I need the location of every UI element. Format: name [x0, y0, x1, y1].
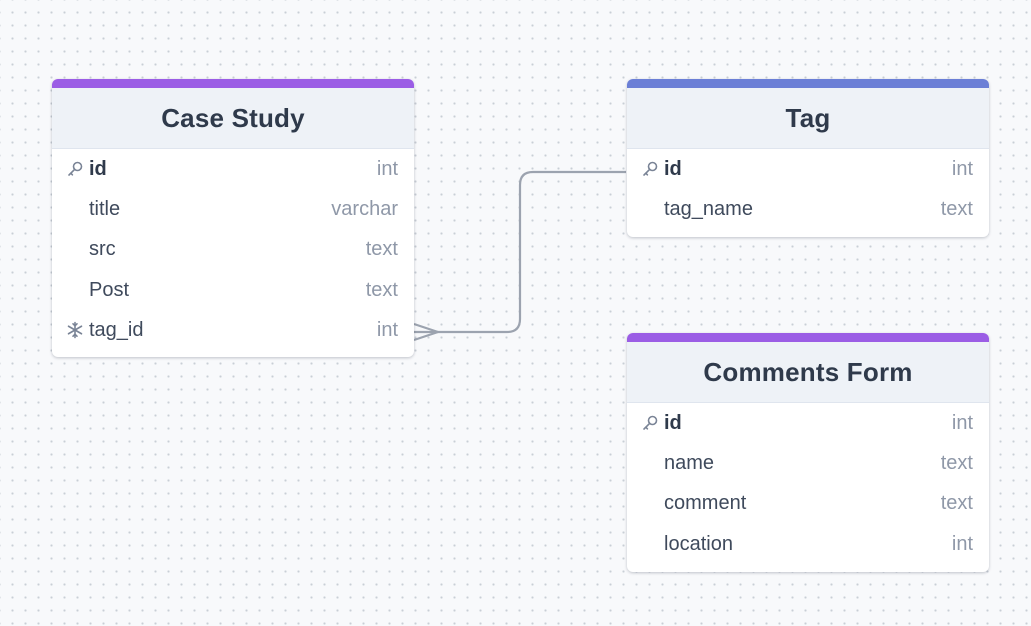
snowflake-icon: [66, 321, 84, 339]
table-case-study[interactable]: Case Study id int title varchar src text…: [52, 79, 414, 357]
field-type: int: [951, 157, 973, 180]
relation-line-casestudy-tag[interactable]: [414, 170, 626, 334]
table-title: Case Study: [161, 102, 305, 133]
field-type: text: [940, 197, 973, 220]
field-name: tag_name: [664, 197, 753, 220]
field-row-id[interactable]: id int: [627, 149, 989, 189]
field-row-tag-id[interactable]: tag_id int: [52, 310, 414, 350]
table-header[interactable]: Case Study: [52, 88, 414, 149]
field-name: id: [664, 157, 682, 180]
field-name: comment: [664, 492, 747, 515]
table-accent-bar: [52, 79, 414, 88]
field-row-title[interactable]: title varchar: [52, 189, 414, 229]
field-name: title: [89, 197, 121, 220]
field-type: text: [940, 451, 973, 474]
field-type: varchar: [331, 197, 398, 220]
table-header[interactable]: Tag: [627, 88, 989, 149]
table-header[interactable]: Comments Form: [627, 342, 989, 403]
field-type: text: [365, 278, 398, 301]
table-comments-form[interactable]: Comments Form id int name text comment t…: [627, 333, 989, 572]
table-accent-bar: [627, 79, 989, 88]
crows-foot-marker: [413, 322, 440, 342]
field-type: int: [376, 318, 398, 341]
table-title: Comments Form: [703, 356, 913, 387]
field-row-name[interactable]: name text: [627, 443, 989, 483]
field-row-tag-name[interactable]: tag_name text: [627, 189, 989, 229]
field-row-id[interactable]: id int: [627, 403, 989, 443]
table-accent-bar: [627, 333, 989, 342]
field-name: tag_id: [89, 318, 144, 341]
field-type: text: [940, 492, 973, 515]
field-name: location: [664, 532, 733, 555]
field-type: int: [376, 157, 398, 180]
key-icon: [66, 160, 84, 178]
field-row-src[interactable]: src text: [52, 230, 414, 270]
key-icon: [641, 160, 659, 178]
table-title: Tag: [785, 102, 831, 133]
key-icon: [641, 414, 659, 432]
field-name: name: [664, 451, 715, 474]
field-name: id: [664, 411, 682, 434]
field-type: int: [951, 411, 973, 434]
field-name: id: [89, 157, 107, 180]
field-row-comment[interactable]: comment text: [627, 484, 989, 524]
field-name: Post: [89, 278, 130, 301]
field-row-post[interactable]: Post text: [52, 270, 414, 310]
field-row-location[interactable]: location int: [627, 524, 989, 564]
field-row-id[interactable]: id int: [52, 149, 414, 189]
field-name: src: [89, 238, 116, 261]
field-type: int: [951, 532, 973, 555]
table-tag[interactable]: Tag id int tag_name text: [627, 79, 989, 237]
field-type: text: [365, 238, 398, 261]
